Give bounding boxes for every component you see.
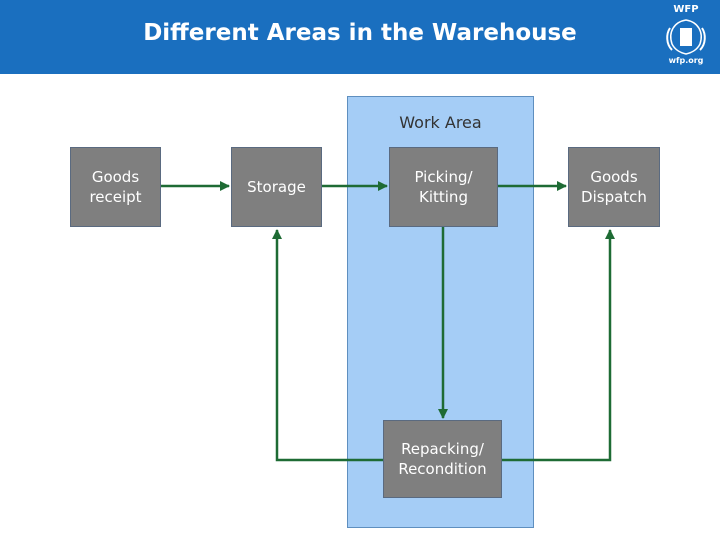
slide-title: Different Areas in the Warehouse <box>143 20 577 46</box>
wreath-emblem-icon <box>666 19 706 55</box>
goods-receipt-box: Goods receipt <box>70 147 161 227</box>
arrow-repacking-to-dispatch <box>502 229 615 462</box>
work-area-label: Work Area <box>399 113 482 132</box>
logo-bottom-text: wfp.org <box>668 56 704 65</box>
wfp-logo: WFP wfp.org <box>656 4 716 72</box>
storage-box: Storage <box>231 147 322 227</box>
picking-kitting-box: Picking/ Kitting <box>389 147 498 227</box>
repacking-recondition-box: Repacking/ Recondition <box>383 420 502 498</box>
logo-top-text: WFP <box>673 4 699 15</box>
header-bar: Different Areas in the Warehouse WFP wfp… <box>0 0 720 74</box>
goods-dispatch-box: Goods Dispatch <box>568 147 660 227</box>
arrow-repacking-to-storage <box>272 229 383 462</box>
